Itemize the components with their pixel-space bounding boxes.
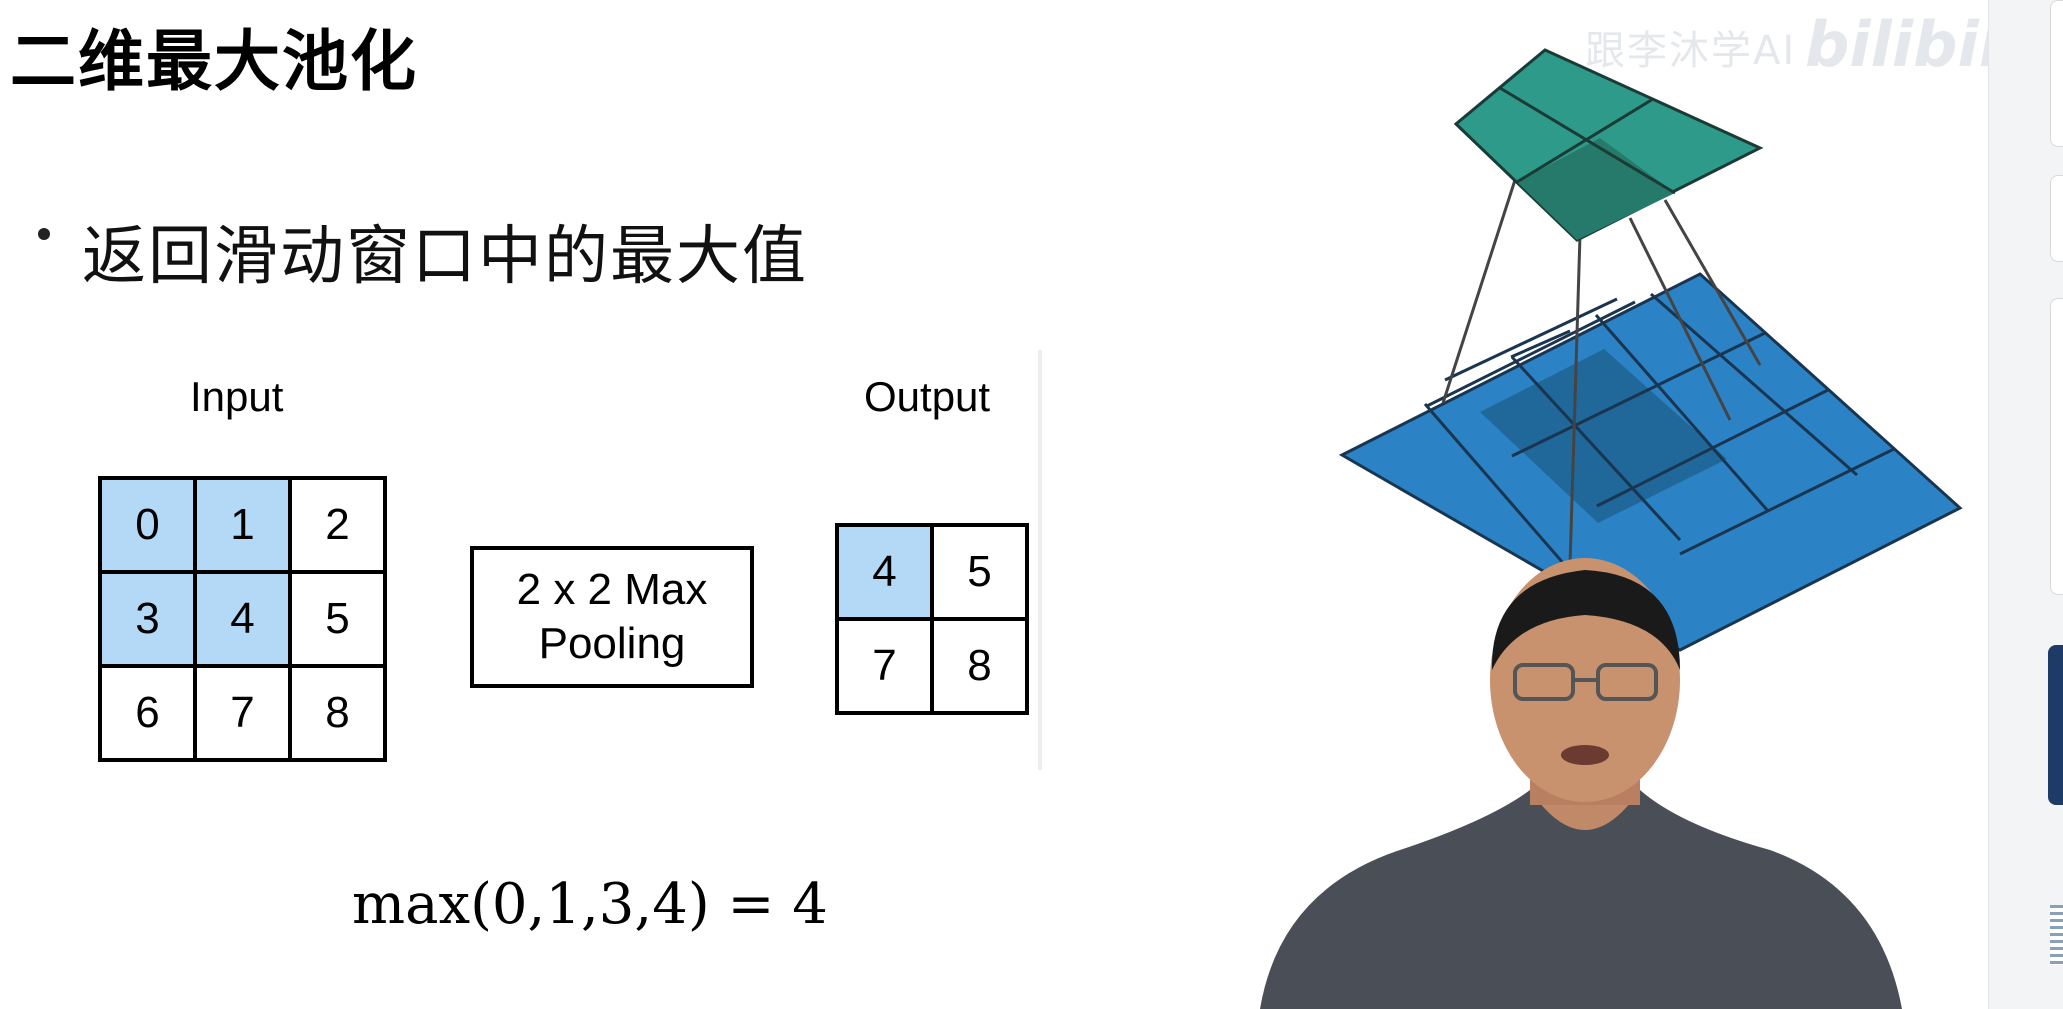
output-plane: [1453, 48, 1764, 242]
slide-divider: [1038, 350, 1042, 770]
video-thumbnail[interactable]: [2048, 645, 2063, 805]
input-cell: 3: [98, 570, 197, 668]
bullet-dot: [38, 228, 50, 240]
input-cell: 2: [288, 476, 387, 574]
bullet-text: 返回滑动窗口中的最大值: [82, 220, 808, 294]
document-icon[interactable]: [2050, 905, 2063, 965]
sidebar-card[interactable]: [2050, 298, 2063, 595]
pooling-line-2: Pooling: [538, 619, 686, 668]
pooling-line-1: 2 x 2 Max: [516, 565, 708, 614]
input-cell: 1: [193, 476, 292, 574]
input-cell: 5: [288, 570, 387, 668]
presenter-video: [1260, 558, 1902, 1009]
sidebar-card[interactable]: [2050, 0, 2063, 147]
pooling-box: 2 x 2 Max Pooling: [470, 546, 754, 688]
input-cell: 7: [193, 664, 292, 762]
sidebar-card[interactable]: [2050, 175, 2063, 262]
input-cell: 8: [288, 664, 387, 762]
slide-title: 二维最大池化: [10, 23, 418, 100]
output-label: Output: [864, 373, 991, 420]
output-cell: 4: [835, 523, 934, 621]
output-cell: 8: [930, 617, 1029, 715]
output-grid: 4 5 7 8: [835, 523, 1029, 715]
watermark-text: 跟李沐学AI: [1585, 28, 1797, 74]
input-label: Input: [190, 373, 284, 420]
bilibili-logo: bilibili: [1805, 8, 2022, 81]
input-cell: 0: [98, 476, 197, 574]
output-cell: 7: [835, 617, 934, 715]
input-cell: 6: [98, 664, 197, 762]
input-grid: 0 1 2 3 4 5 6 7 8: [98, 476, 387, 762]
output-cell: 5: [930, 523, 1029, 621]
input-cell: 4: [193, 570, 292, 668]
max-formula: max(0,1,3,4) = 4: [352, 872, 828, 937]
projection-lines: [1441, 179, 1762, 566]
